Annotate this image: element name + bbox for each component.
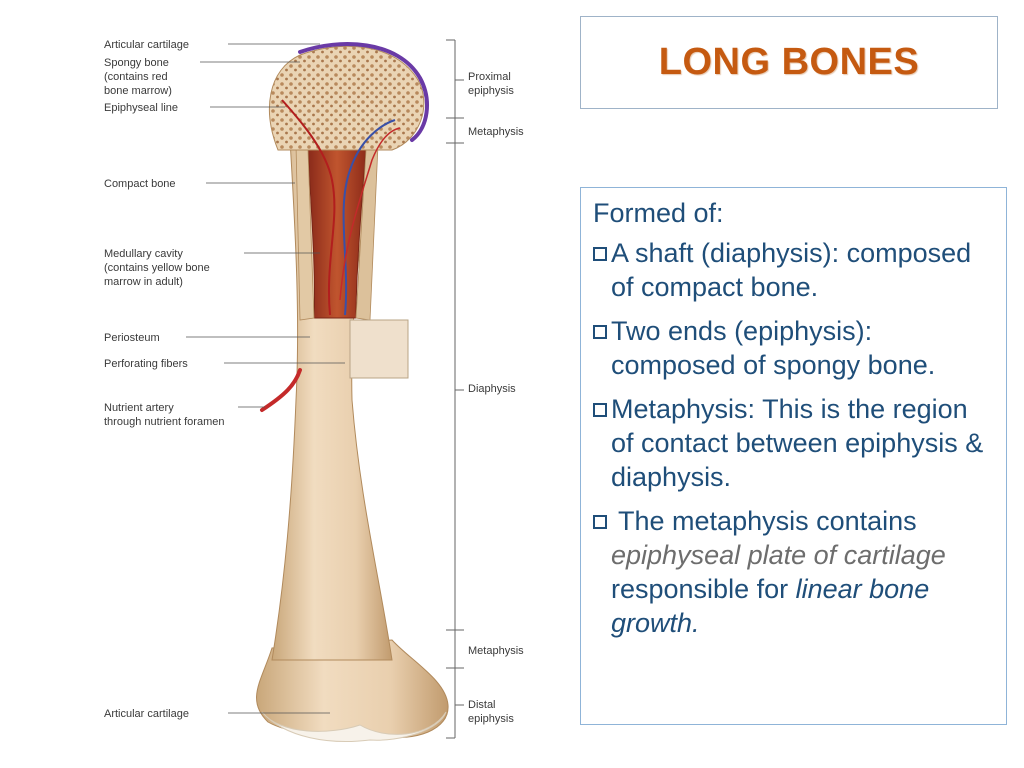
italic-cartilage: cartilage bbox=[843, 540, 946, 570]
blood-vessel-red-2 bbox=[339, 127, 401, 301]
label-diaphysis: Diaphysis bbox=[468, 383, 516, 395]
label-spongy-bone-2: (contains red bbox=[104, 71, 168, 83]
nutrient-artery bbox=[260, 368, 302, 412]
label-proximal-epiphysis-2: epiphysis bbox=[468, 85, 514, 97]
bullet-text-mid: responsible for bbox=[611, 574, 796, 604]
label-nutrient-artery-2: through nutrient foramen bbox=[104, 416, 224, 428]
blood-vessel-red bbox=[281, 99, 336, 316]
label-epiphyseal-line: Epiphyseal line bbox=[104, 102, 178, 114]
bullet-text-start: The metaphysis contains bbox=[611, 506, 917, 536]
label-articular-cartilage-top: Articular cartilage bbox=[104, 39, 189, 51]
italic-linear-growth: linear bone growth. bbox=[611, 574, 930, 638]
bullet-metaphysis-contains: The metaphysis contains epiphyseal plate… bbox=[593, 504, 996, 640]
hollow-square-bullet-icon bbox=[593, 515, 607, 529]
label-distal-epiphysis-2: epiphysis bbox=[468, 713, 514, 725]
intro-text: Formed of: bbox=[593, 198, 724, 228]
label-compact-bone: Compact bone bbox=[104, 178, 176, 190]
label-proximal-epiphysis: Proximal bbox=[468, 71, 511, 83]
bullet-text: Metaphysis: This is the region of contac… bbox=[611, 394, 984, 492]
slide-title: LONG BONES bbox=[658, 41, 920, 83]
bullet-ends: Two ends (epiphysis): composed of spongy… bbox=[593, 314, 996, 382]
label-nutrient-artery: Nutrient artery bbox=[104, 402, 174, 414]
bullet-metaphysis: Metaphysis: This is the region of contac… bbox=[593, 392, 996, 494]
label-medullary-cavity: Medullary cavity bbox=[104, 248, 183, 260]
label-periosteum: Periosteum bbox=[104, 332, 160, 344]
blood-vessel-blue bbox=[342, 119, 396, 316]
distal-articular-cartilage bbox=[261, 711, 447, 742]
label-metaphysis-bottom: Metaphysis bbox=[468, 645, 524, 657]
proximal-articular-cartilage bbox=[298, 42, 429, 142]
region-bracket bbox=[446, 39, 464, 739]
bullet-text: A shaft (diaphysis): composed of compact… bbox=[611, 238, 972, 302]
label-spongy-bone-3: bone marrow) bbox=[104, 85, 172, 97]
hollow-square-bullet-icon bbox=[593, 403, 607, 417]
label-metaphysis-top: Metaphysis bbox=[468, 126, 524, 138]
label-articular-cartilage-bottom: Articular cartilage bbox=[104, 708, 189, 720]
label-spongy-bone: Spongy bone bbox=[104, 57, 169, 69]
periosteum-flap bbox=[349, 319, 409, 379]
bullet-text: Two ends (epiphysis): composed of spongy… bbox=[611, 316, 936, 380]
label-medullary-cavity-2: (contains yellow bone bbox=[104, 262, 210, 274]
leader-lines-left bbox=[186, 43, 345, 714]
italic-epiphyseal-plate: epiphyseal plate of bbox=[611, 540, 837, 570]
bullet-shaft: A shaft (diaphysis): composed of compact… bbox=[593, 236, 996, 304]
title-box: LONG BONES bbox=[580, 16, 998, 109]
hollow-square-bullet-icon bbox=[593, 247, 607, 261]
label-medullary-cavity-3: marrow in adult) bbox=[104, 276, 183, 288]
label-perforating-fibers: Perforating fibers bbox=[104, 358, 188, 370]
label-distal-epiphysis: Distal bbox=[468, 699, 496, 711]
hollow-square-bullet-icon bbox=[593, 325, 607, 339]
content-box: Formed of: A shaft (diaphysis): composed… bbox=[580, 187, 1007, 725]
